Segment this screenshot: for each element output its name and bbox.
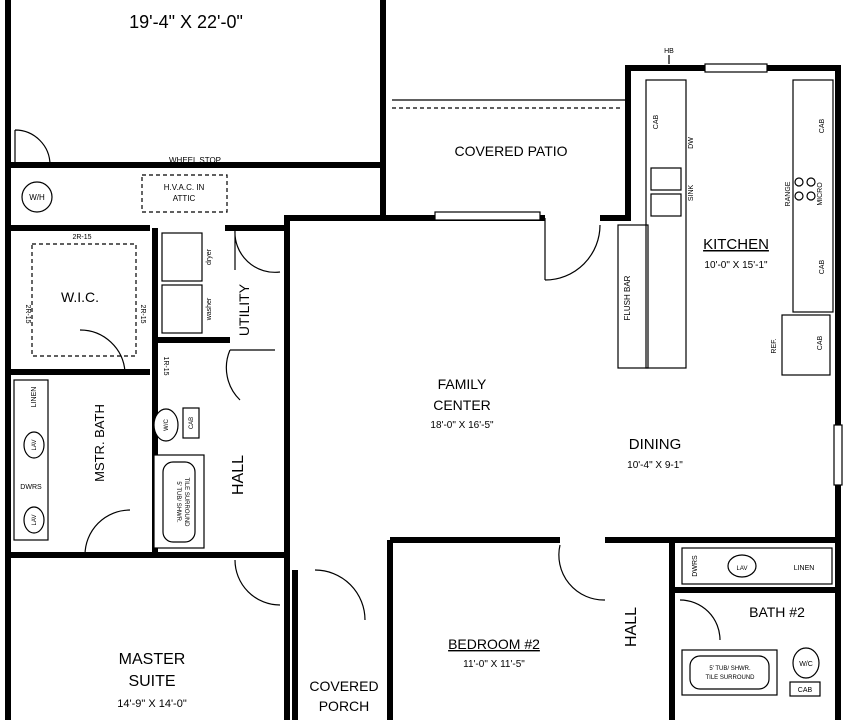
cab-master-box <box>182 407 200 439</box>
window <box>434 211 541 221</box>
master-suite-label-2: SUITE <box>128 673 175 690</box>
family-center-label-1: FAMILY <box>438 376 487 392</box>
wc-bath2-label: W/C <box>799 661 813 668</box>
wc-master-icon <box>153 408 179 442</box>
lav-master-1-label: LAV <box>32 440 38 451</box>
hall-right-label: HALL <box>623 607 640 647</box>
dwrs-master-label: DWRS <box>20 484 42 491</box>
cab-k4-label: CAB <box>817 335 824 350</box>
mstr-bath-label: MSTR. BATH <box>92 404 107 482</box>
shelf-a-label: 2R-15 <box>72 234 91 241</box>
lav-bath2-icon <box>727 554 757 578</box>
cab-k3-label: CAB <box>819 259 826 274</box>
sink-label: SINK <box>688 185 695 202</box>
kitchen-dims: 10'-0" X 15'-1" <box>704 260 768 271</box>
doors <box>14 129 721 641</box>
family-center-dims: 18'-0" X 16'-5" <box>430 420 494 431</box>
wic-shelf <box>31 243 137 357</box>
linen-bath2-label: LINEN <box>794 565 815 572</box>
cab-k1-label: CAB <box>653 114 660 129</box>
hvac-box <box>141 174 228 213</box>
master-suite-label-1: MASTER <box>119 651 186 668</box>
wheel-stop-label: WHEEL STOP <box>169 156 221 165</box>
kitchen-fixtures <box>617 79 834 376</box>
linen-master-label: LINEN <box>31 387 38 408</box>
bedroom2-dims: 11'-0" X 11'-5" <box>463 659 525 670</box>
dining-dims: 10'-4" X 9-1" <box>627 460 683 471</box>
tub-master-basin <box>162 461 196 543</box>
range-label: RANGE <box>785 181 792 206</box>
bedroom2-label: BEDROOM #2 <box>448 636 540 652</box>
dw-label: DW <box>688 137 695 149</box>
cab-k2-label: CAB <box>819 118 826 133</box>
tub-master <box>153 454 205 549</box>
washer-label: washer <box>206 297 213 321</box>
lav-bath2-label: LAV <box>737 566 748 572</box>
covered-porch-label-2: PORCH <box>319 698 370 714</box>
master-suite-dims: 14'-9" X 14'-0" <box>117 698 187 710</box>
tub-bath2-label-1: 5' TUB/ SHWR. <box>709 666 751 672</box>
dwrs-bath2-label: DWRS <box>692 555 699 577</box>
washer-icon <box>161 284 203 334</box>
water-heater-label: W/H <box>29 193 45 202</box>
kitchen-label: KITCHEN <box>703 236 769 253</box>
dryer-label: dryer <box>206 248 213 265</box>
lav-master-1-icon <box>23 431 45 459</box>
shelf-b-label: 2R-15 <box>24 304 31 323</box>
covered-porch-label-1: COVERED <box>309 678 378 694</box>
micro-label: MICRO <box>817 182 824 206</box>
cab-master-label: CAB <box>189 417 195 429</box>
hose-bib-label: HB <box>664 48 674 55</box>
window <box>833 424 843 486</box>
tub-master-label-1: 5' TUB/ SHWR. <box>175 481 181 523</box>
hvac-label-2: ATTIC <box>173 194 196 203</box>
hall-left-label: HALL <box>230 455 247 495</box>
bath2-label: BATH #2 <box>749 604 805 620</box>
ref-label: REF. <box>771 338 778 353</box>
wc-bath2-icon <box>792 647 820 679</box>
family-center-label-2: CENTER <box>433 397 491 413</box>
shelf-c-label: 2R-15 <box>139 304 146 323</box>
tub-bath2-basin <box>689 655 770 690</box>
garage-dims: 19'-4" X 22'-0" <box>129 12 243 32</box>
flush-bar-label: FLUSH BAR <box>623 275 632 320</box>
cab-bath2-box <box>789 681 821 697</box>
tub-bath2 <box>681 649 778 696</box>
master-vanity <box>13 379 49 541</box>
shelf-d-label: 1R-15 <box>162 356 169 375</box>
walls <box>5 0 841 720</box>
lav-master-2-label: LAV <box>32 515 38 526</box>
tub-bath2-label-2: TILE SURROUND <box>705 675 755 681</box>
utility-label: UTILITY <box>236 283 252 336</box>
tub-master-label-2: TILE SURROUND <box>183 477 189 527</box>
water-heater-icon <box>21 181 53 213</box>
window <box>704 63 768 73</box>
dining-label: DINING <box>629 436 682 453</box>
hvac-label-1: H.V.A.C. IN <box>164 183 205 192</box>
covered-patio-label: COVERED PATIO <box>454 143 567 159</box>
dryer-icon <box>161 232 203 282</box>
lav-master-2-icon <box>23 506 45 534</box>
wic-label: W.I.C. <box>61 289 99 305</box>
cab-bath2-label: CAB <box>798 687 813 694</box>
wc-master-label: W/C <box>164 419 170 431</box>
bath2-vanity <box>681 547 833 585</box>
